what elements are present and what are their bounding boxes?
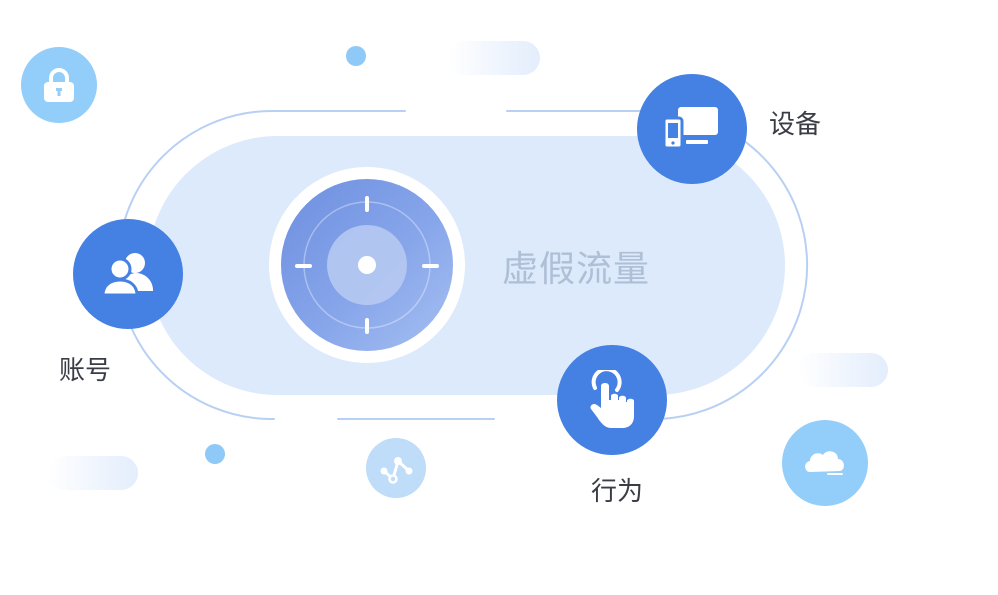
account-node xyxy=(73,219,183,329)
decor-bar xyxy=(448,41,540,75)
network-badge xyxy=(366,438,426,498)
tap-hand-icon xyxy=(590,370,634,428)
decor-bar xyxy=(798,353,888,387)
network-nodes-icon xyxy=(380,457,413,484)
lock-badge xyxy=(21,47,97,123)
cloud-icon xyxy=(805,451,844,475)
behavior-label: 行为 xyxy=(591,477,644,507)
users-icon xyxy=(101,253,153,297)
target-crosshair-icon xyxy=(281,179,453,351)
device-label: 设备 xyxy=(769,110,822,140)
center-label: 虚假流量 xyxy=(502,249,651,290)
device-node xyxy=(637,74,747,184)
cloud-badge xyxy=(782,420,868,506)
decor-bar xyxy=(48,456,138,490)
decor-dot xyxy=(346,46,366,66)
decor-dot xyxy=(205,444,225,464)
devices-icon xyxy=(664,107,718,150)
lock-icon xyxy=(44,68,74,102)
account-label: 账号 xyxy=(59,356,112,386)
behavior-node xyxy=(557,345,667,455)
